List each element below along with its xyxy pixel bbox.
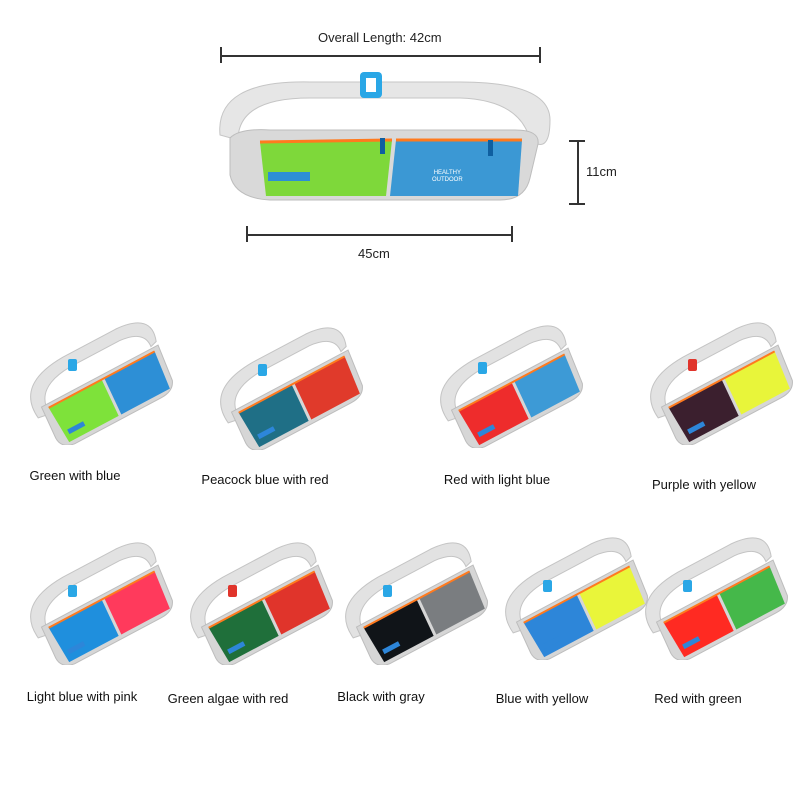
width-tick-right: [511, 226, 513, 242]
buckle-icon: [543, 580, 552, 592]
buckle-icon: [683, 580, 692, 592]
variant-image-2: [210, 320, 370, 450]
height-tick-top: [569, 140, 585, 142]
variant-caption-2: Peacock blue with red: [201, 472, 329, 487]
variant-image-9: [635, 530, 795, 660]
brand-line-1: HEALTHY: [433, 170, 461, 176]
buckle-icon: [258, 364, 267, 376]
buckle-icon: [228, 585, 237, 597]
main-waist-bag-image: [200, 60, 570, 220]
variant-caption-4: Purple with yellow: [651, 477, 757, 492]
variant-image-6: [180, 535, 340, 665]
overall-length-tick-left: [220, 47, 222, 63]
buckle-icon: [68, 585, 77, 597]
variant-caption-7: Black with gray: [337, 689, 425, 704]
width-tick-left: [246, 226, 248, 242]
width-label: 45cm: [358, 246, 390, 261]
variant-image-5: [20, 535, 180, 665]
overall-length-tick-right: [539, 47, 541, 63]
variant-image-3: [430, 318, 590, 448]
variant-caption-1: Green with blue: [29, 468, 121, 483]
variant-caption-9: Red with green: [654, 691, 742, 706]
buckle-icon: [383, 585, 392, 597]
width-line: [246, 234, 512, 236]
brand-line-2: OUTDOOR: [432, 177, 463, 183]
buckle-icon: [68, 359, 77, 371]
buckle-icon: [688, 359, 697, 371]
height-tick-bottom: [569, 203, 585, 205]
variant-image-8: [495, 530, 655, 660]
buckle-icon: [478, 362, 487, 374]
variant-caption-5: Light blue with pink: [26, 689, 138, 704]
variant-image-7: [335, 535, 495, 665]
variant-caption-3: Red with light blue: [443, 472, 551, 487]
buckle-icon: [360, 72, 382, 98]
variant-image-1: [20, 315, 180, 445]
variant-caption-8: Blue with yellow: [495, 691, 589, 706]
variant-image-4: [640, 315, 800, 445]
overall-length-line: [220, 55, 540, 57]
variant-caption-6: Green algae with red: [167, 691, 289, 706]
overall-length-label: Overall Length: 42cm: [318, 30, 442, 45]
main-brand-text: HEALTHY OUTDOOR: [432, 170, 463, 184]
height-label: 11cm: [586, 164, 617, 179]
height-line: [577, 140, 579, 204]
